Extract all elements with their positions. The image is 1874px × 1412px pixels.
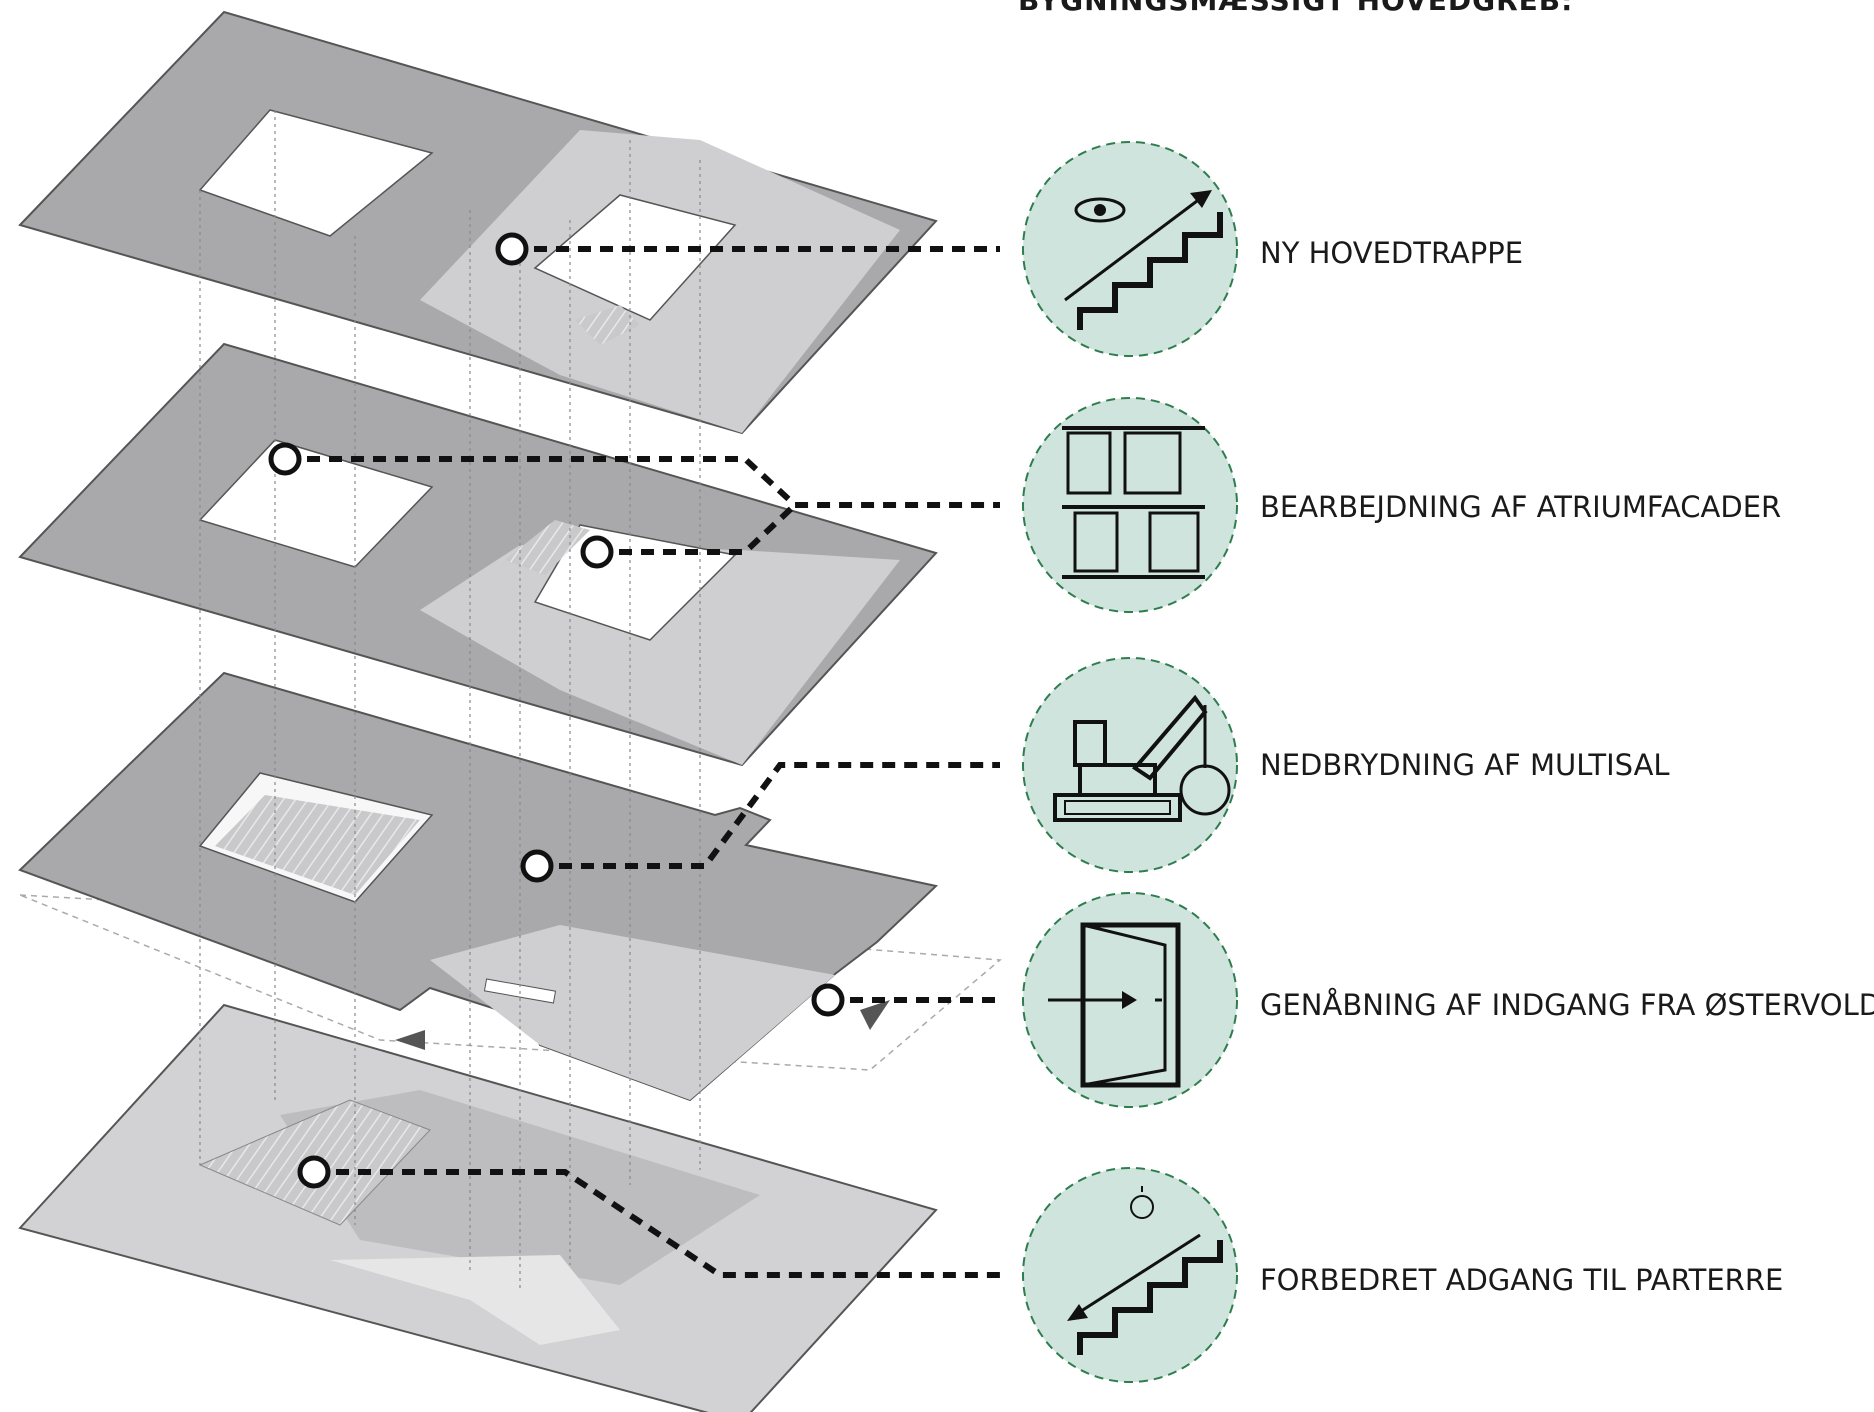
entrance-floor-plate: [18, 671, 1002, 1102]
eye-stairs-up-icon: [1022, 141, 1238, 357]
label-adgang-parterre: FORBEDRET ADGANG TIL PARTERRE: [1260, 1263, 1784, 1297]
label-atriumfacader: BEARBEJDNING AF ATRIUMFACADER: [1260, 490, 1782, 524]
label-indgang-ostervold: GENÅBNING AF INDGANG FRA ØSTERVOLD: [1260, 988, 1874, 1022]
second-floor-plate: [18, 342, 938, 767]
demolition-crane-icon: [1022, 657, 1238, 873]
door-entry-icon: [1022, 892, 1238, 1108]
vertical-guide-lines: [199, 110, 701, 1290]
label-ny-hovedtrappe: NY HOVEDTRAPPE: [1260, 236, 1524, 270]
top-floor-plate: [18, 10, 938, 435]
marker-circles: [268, 232, 845, 1189]
page-title: BYGNINGSMÆSSIGT HOVEDGREB:: [1018, 0, 1574, 17]
label-multisal: NEDBRYDNING AF MULTISAL: [1260, 748, 1670, 782]
leader-lines: [285, 246, 1000, 1278]
facade-panels-icon: [1022, 397, 1238, 613]
sun-stairs-down-icon: [1022, 1167, 1238, 1383]
